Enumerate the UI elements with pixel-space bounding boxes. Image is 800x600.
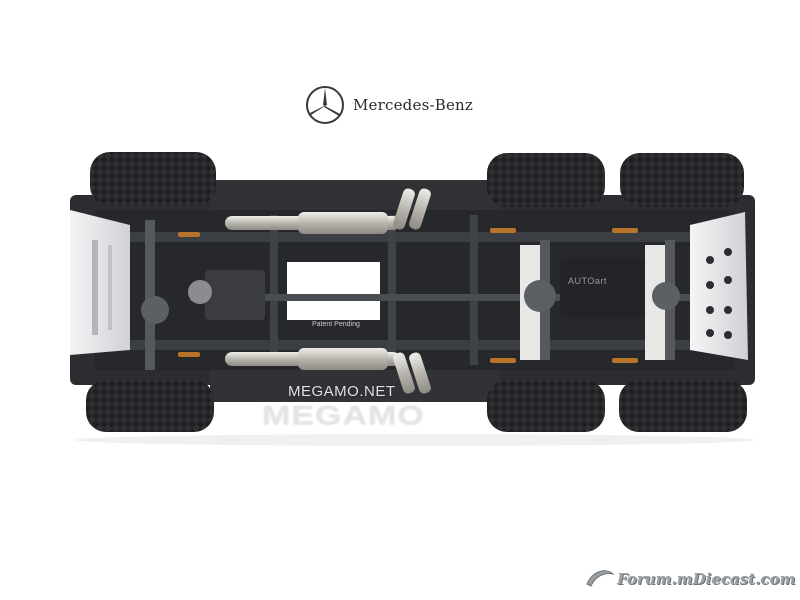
floor-shadow (75, 434, 755, 446)
forum-name: Forum.mDiecast.com (617, 570, 796, 588)
patent-label: Patent Pending (312, 321, 360, 328)
tire-front-left (90, 152, 216, 206)
watermark-large: MEGAMO (262, 399, 425, 431)
forum-watermark: Forum.mDiecast.com (585, 568, 795, 590)
watermark-small: MEGAMO.NET (288, 383, 396, 400)
exhaust-pipes (225, 188, 431, 394)
tire-mid-right (487, 380, 605, 432)
tire-front-right (86, 380, 214, 432)
front-axle-assembly (141, 220, 265, 370)
rear-skid-plate (690, 212, 748, 360)
brand-name: Mercedes-Benz (353, 96, 473, 114)
suspension-springs (178, 228, 638, 363)
tire-rear-right (619, 380, 747, 432)
brand-logo: Mercedes-Benz (305, 85, 473, 125)
maker-label: AUTOart (568, 276, 607, 286)
rear-axle-assembly (520, 240, 680, 360)
tires (86, 152, 747, 432)
swoosh-logo-icon (586, 570, 615, 587)
front-skid-plate (70, 210, 130, 355)
tire-mid-left (487, 153, 605, 207)
tire-rear-left (620, 153, 744, 207)
three-pointed-star-icon (306, 86, 344, 124)
